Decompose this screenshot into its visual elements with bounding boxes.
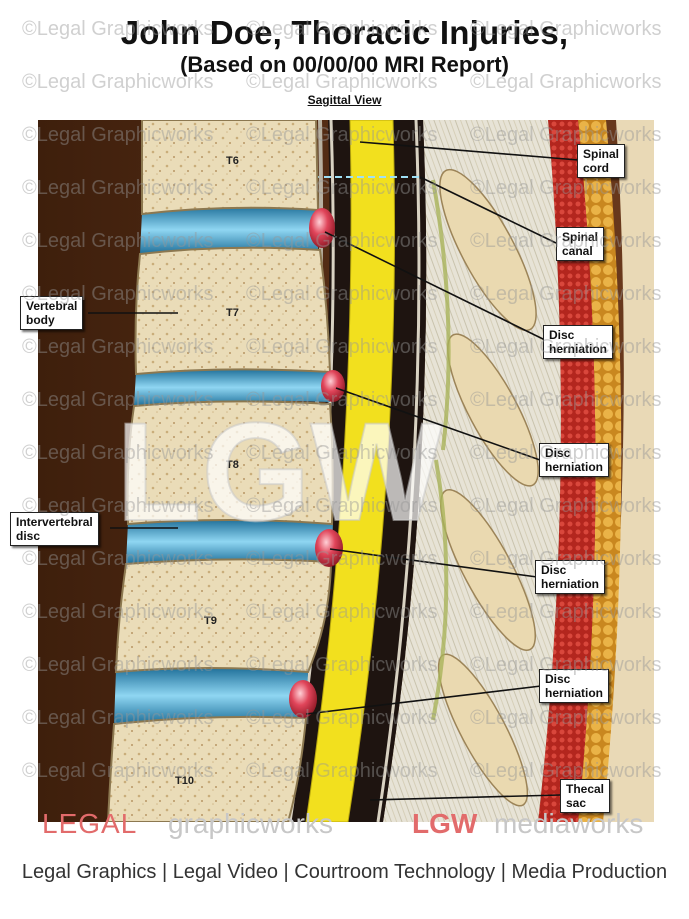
watermark-text: ©Legal Graphicworks (470, 177, 662, 199)
vertebra-label-t8: T8 (226, 459, 239, 471)
watermark-text: ©Legal Graphicworks (246, 18, 438, 40)
watermark-text: ©Legal Graphicworks (246, 707, 438, 729)
vertebra-label-t9: T9 (204, 615, 217, 627)
vertebra-label-t7: T7 (226, 307, 239, 319)
watermark-text: ©Legal Graphicworks (22, 389, 214, 411)
vertebral-bodies (106, 120, 334, 822)
watermark-text: ©Legal Graphicworks (246, 654, 438, 676)
watermark-text: ©Legal Graphicworks (470, 389, 662, 411)
thecal-sac-posterior (376, 120, 421, 822)
watermark-text: ©Legal Graphicworks (470, 760, 662, 782)
logo-mediaworks-text: mediaworks (494, 808, 644, 839)
watermark-text: ©Legal Graphicworks (22, 442, 214, 464)
watermark-text: ©Legal Graphicworks (470, 230, 662, 252)
watermark-text: ©Legal Graphicworks (246, 601, 438, 623)
watermark-text: ©Legal Graphicworks (246, 495, 438, 517)
skin-layer (598, 120, 654, 822)
watermark-text: ©Legal Graphicworks (470, 707, 662, 729)
interspinous-ligaments (431, 179, 451, 721)
watermark-text: ©Legal Graphicworks (470, 654, 662, 676)
watermark-text: ©Legal Graphicworks (470, 548, 662, 570)
watermark-text: ©Legal Graphicworks (22, 760, 214, 782)
spinal-cord (305, 120, 396, 822)
watermark-text: ©Legal Graphicworks (22, 336, 214, 358)
watermark-text: ©Legal Graphicworks (470, 71, 662, 93)
logo-graphicworks-text: graphicworks (168, 808, 333, 839)
watermark-text: ©Legal Graphicworks (22, 177, 214, 199)
watermark-text: ©Legal Graphicworks (22, 601, 214, 623)
watermark-text: ©Legal Graphicworks (246, 230, 438, 252)
watermark-text: ©Legal Graphicworks (246, 548, 438, 570)
watermark-text: ©Legal Graphicworks (246, 177, 438, 199)
watermark-text: ©Legal Graphicworks (22, 230, 214, 252)
watermark-text: ©Legal Graphicworks (470, 18, 662, 40)
watermark-text: ©Legal Graphicworks (22, 71, 214, 93)
page-subtitle: (Based on 00/00/00 MRI Report) (180, 52, 509, 77)
watermark-text: ©Legal Graphicworks (470, 283, 662, 305)
watermark-text: ©Legal Graphicworks (246, 124, 438, 146)
big-watermark: LGW (116, 393, 443, 550)
watermark-text: ©Legal Graphicworks (246, 283, 438, 305)
watermark-text: ©Legal Graphicworks (22, 18, 214, 40)
watermark-text: ©Legal Graphicworks (470, 495, 662, 517)
watermark-text: ©Legal Graphicworks (246, 760, 438, 782)
watermark-text: ©Legal Graphicworks (470, 442, 662, 464)
watermark-text: ©Legal Graphicworks (246, 71, 438, 93)
disc-herniations (289, 208, 345, 718)
watermark-text: ©Legal Graphicworks (22, 283, 214, 305)
logo-lgw-text: LGW (412, 808, 478, 839)
view-label: Sagittal View (307, 93, 382, 107)
watermark-text: ©Legal Graphicworks (470, 336, 662, 358)
watermark-text: ©Legal Graphicworks (470, 124, 662, 146)
watermark-text: ©Legal Graphicworks (246, 389, 438, 411)
watermark-text: ©Legal Graphicworks (22, 654, 214, 676)
watermark-text: ©Legal Graphicworks (246, 442, 438, 464)
watermark-text: ©Legal Graphicworks (22, 495, 214, 517)
vertebra-label-t10: T10 (175, 775, 194, 787)
watermark-text: ©Legal Graphicworks (22, 124, 214, 146)
watermark-text: ©Legal Graphicworks (22, 548, 214, 570)
watermark-text: ©Legal Graphicworks (470, 601, 662, 623)
logo-legal-text: LEGAL (42, 808, 138, 839)
watermark-text: ©Legal Graphicworks (246, 336, 438, 358)
intervertebral-discs (114, 205, 333, 724)
footer-tagline: Legal Graphics | Legal Video | Courtroom… (21, 861, 668, 883)
watermark-text: ©Legal Graphicworks (22, 707, 214, 729)
page-title: John Doe, Thoracic Injuries, (120, 14, 569, 51)
vertebra-label-t6: T6 (226, 155, 239, 167)
